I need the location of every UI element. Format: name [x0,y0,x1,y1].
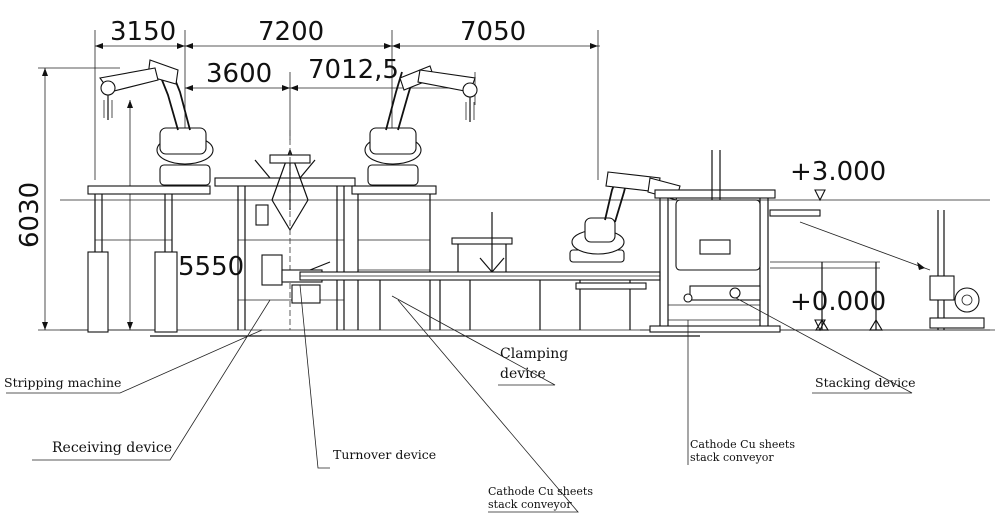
dim-height-inner: 5550 [178,252,244,282]
dim-mid-2: 7012,5 [308,55,399,85]
callout-stripping-machine: Stripping machine [4,375,121,390]
ground-line [60,329,995,337]
level-lower: +0.000 [790,287,886,317]
callout-stack-conveyor-right-line1: Cathode Cu sheets [690,438,795,451]
dim-top-2: 7200 [258,17,324,47]
callout-stack-conveyor-right-line2: stack conveyor [690,451,774,464]
callout-stack-conveyor-left-line1: Cathode Cu sheets [488,485,593,498]
right-robot [569,171,681,263]
stripping-machine-frame [214,130,356,330]
left-robot [99,59,214,186]
leader-lines [6,284,913,513]
callout-clamping-device-line2: device [500,366,546,382]
dim-top-1: 3150 [110,17,176,47]
middle-robot-platform [351,185,437,330]
callout-turnover-device: Turnover device [333,447,436,462]
left-robot-platform [60,185,640,333]
stack-conveyor-right [769,209,884,331]
callout-receiving-device: Receiving device [52,440,172,456]
dim-top-3: 7050 [460,17,526,47]
callout-stacking-device: Stacking device [815,375,916,390]
callout-clamping-device-line1: Clamping [500,346,568,362]
dim-height-total: 6030 [15,182,45,248]
callout-stack-conveyor-left-line2: stack conveyor [488,498,572,511]
stacking-device [649,150,781,333]
clamping-device [451,212,513,280]
strapping-unit [799,210,985,330]
dim-mid-1: 3600 [206,59,272,89]
stack-conveyor-left [299,271,661,330]
level-upper: +3.000 [790,157,886,187]
middle-robot [364,65,478,186]
